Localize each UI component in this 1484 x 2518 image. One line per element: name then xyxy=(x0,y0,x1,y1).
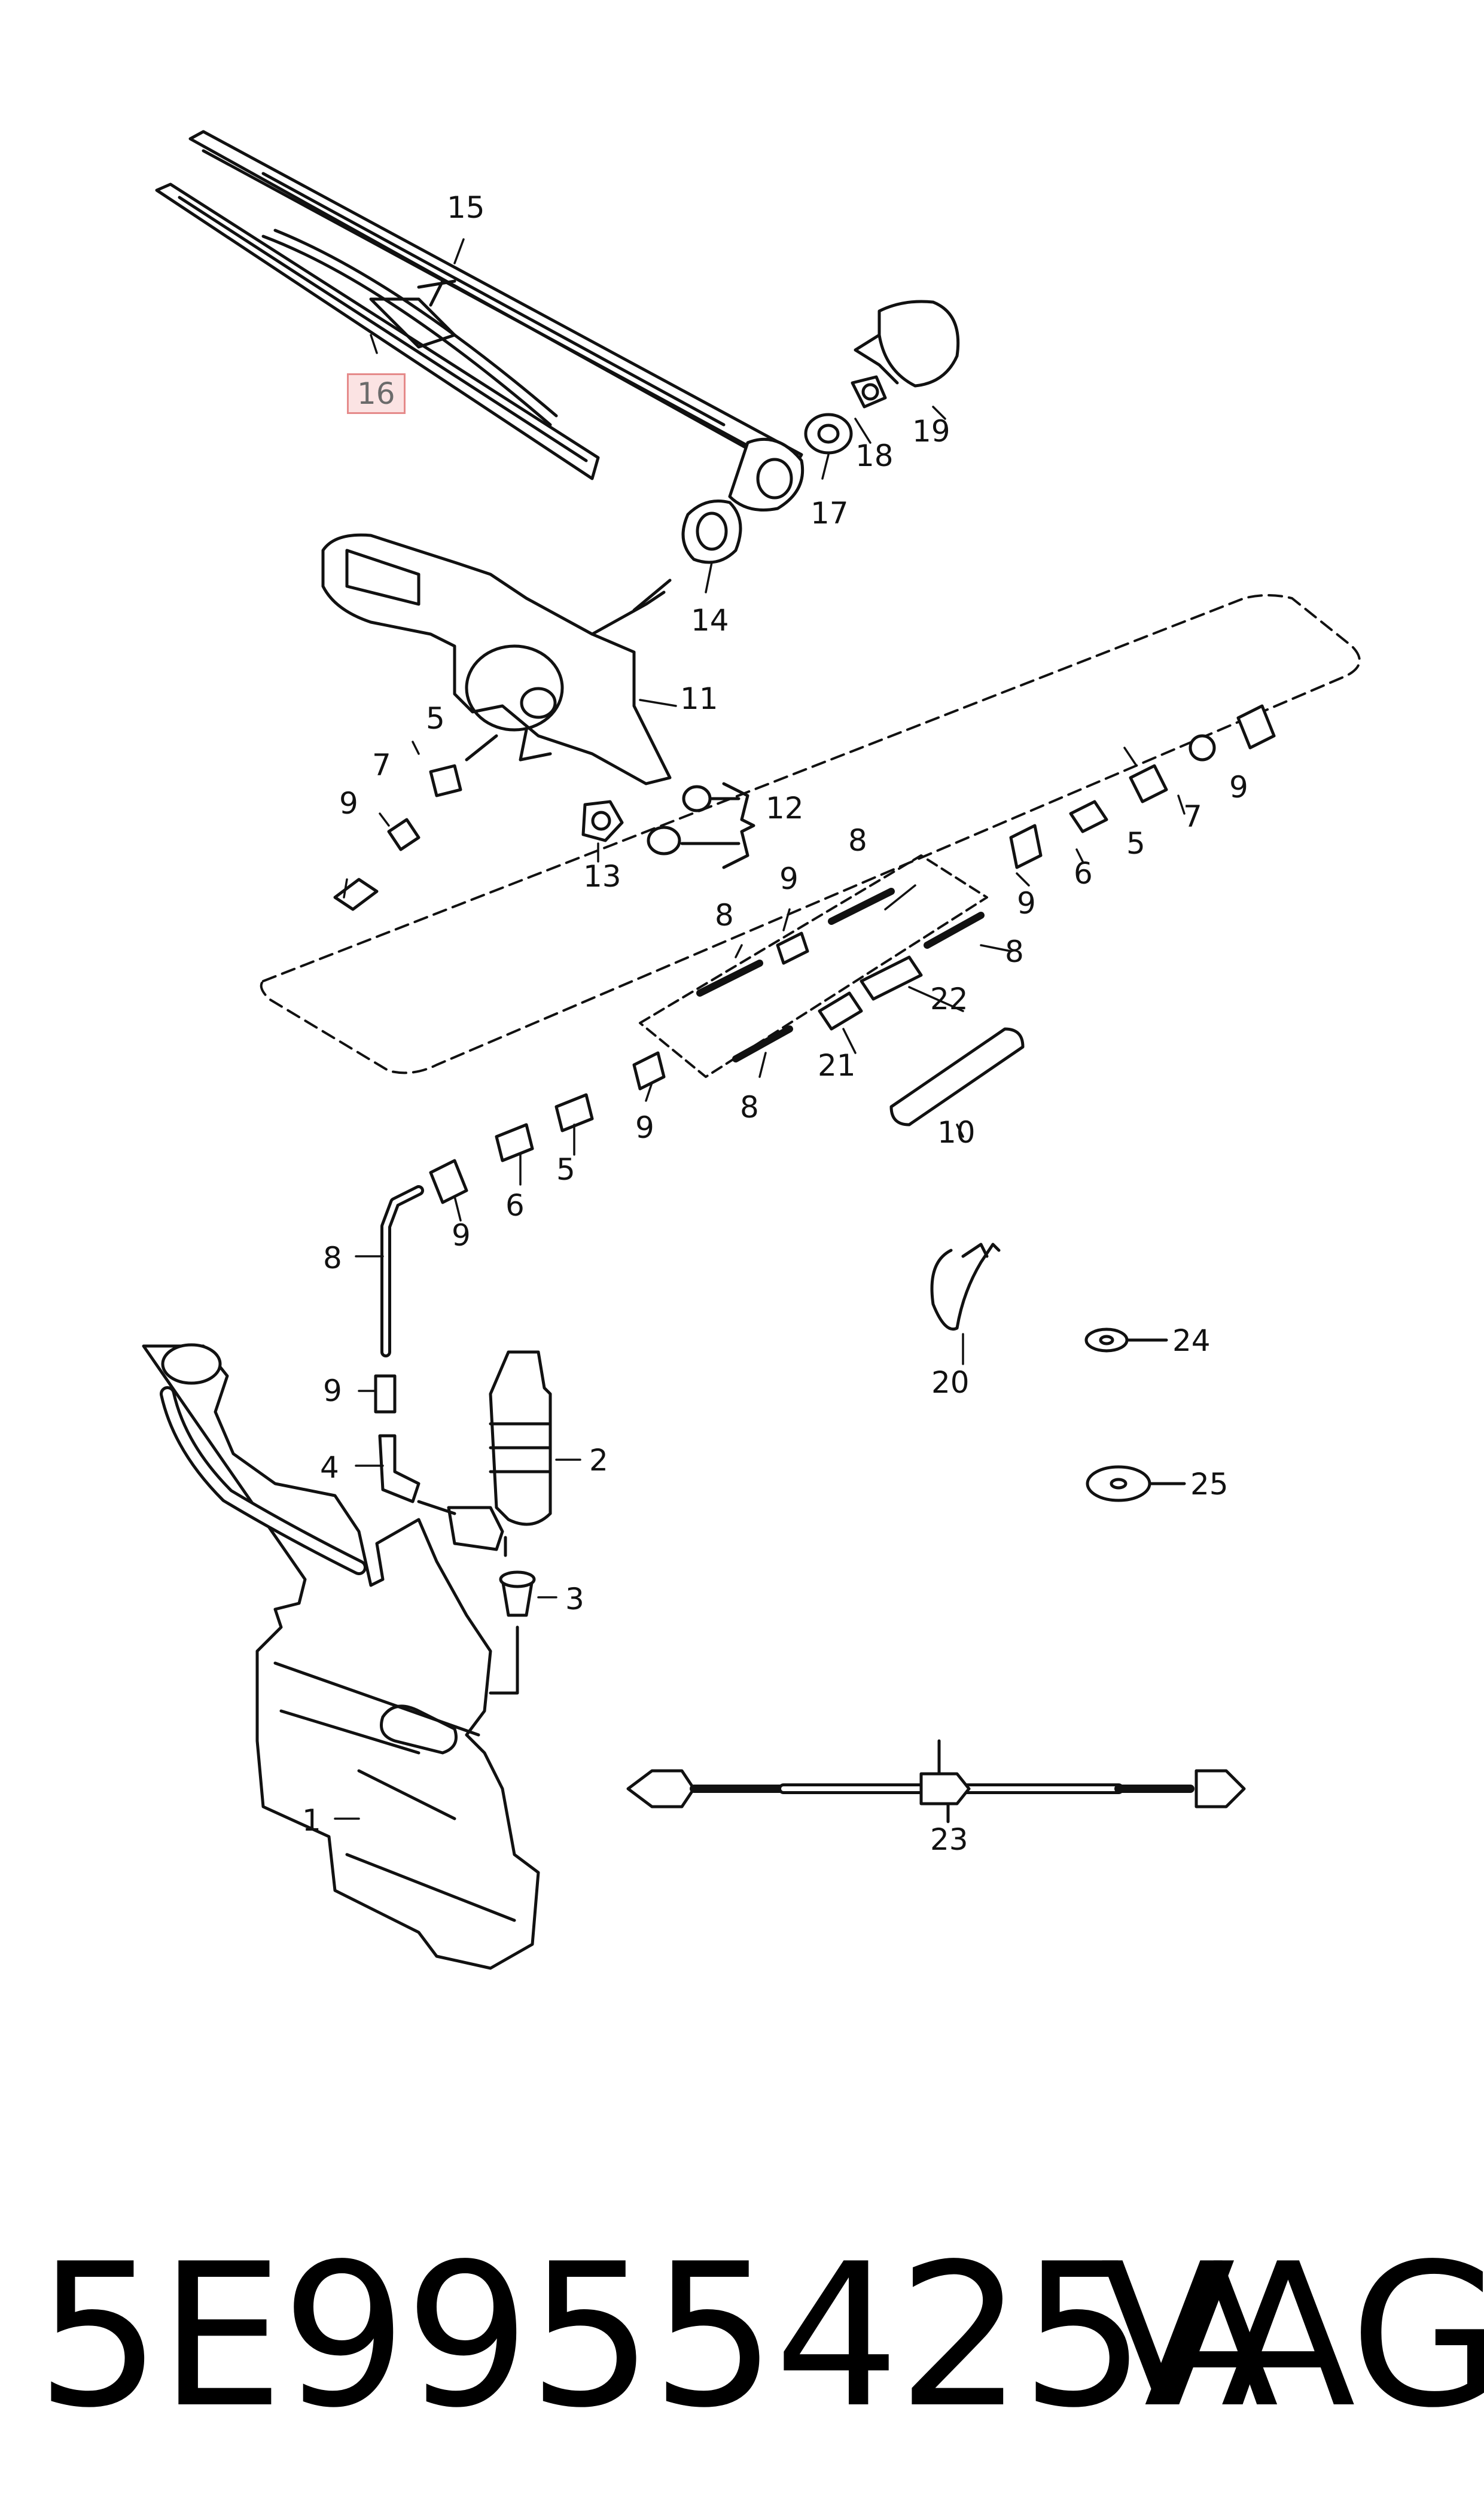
reservoir-1 xyxy=(142,1343,540,1970)
nut-18 xyxy=(851,375,887,409)
callout-15: 15 xyxy=(447,190,485,225)
callout-10: 10 xyxy=(937,1115,976,1150)
callout-9c: 9 xyxy=(1017,886,1036,921)
hose-fittings-left xyxy=(333,734,498,911)
callout-9e: 9 xyxy=(635,1110,654,1145)
callout-8a: 8 xyxy=(848,823,867,858)
grommet-3 xyxy=(489,1570,536,1695)
seal-14 xyxy=(681,500,742,564)
nut-13 xyxy=(581,800,624,842)
callout-5c: 5 xyxy=(556,1152,575,1187)
callout-14: 14 xyxy=(691,603,729,638)
pump-2 xyxy=(417,1350,552,1557)
callout-2: 2 xyxy=(589,1443,608,1478)
callout-17: 17 xyxy=(810,496,849,531)
callout-12: 12 xyxy=(766,791,804,826)
parts-diagram: 15 16 19 18 17 14 11 5 7 9 12 13 9 7 5 6… xyxy=(142,130,1361,1970)
callout-9d: 9 xyxy=(779,861,799,896)
callout-21: 21 xyxy=(818,1048,856,1083)
callout-8b: 8 xyxy=(715,898,734,933)
washer-24 xyxy=(1084,1327,1168,1353)
callout-9a: 9 xyxy=(339,786,358,821)
hose-fittings-right xyxy=(1009,704,1276,869)
hose-run-left xyxy=(374,1051,666,1503)
callout-11: 11 xyxy=(680,681,718,716)
callout-4: 4 xyxy=(320,1450,339,1485)
callout-9f: 9 xyxy=(452,1218,471,1253)
callout-18: 18 xyxy=(855,439,894,473)
callout-6a: 6 xyxy=(1074,856,1093,891)
callout-22: 22 xyxy=(930,982,968,1016)
leader-lines xyxy=(334,238,1186,1820)
wiper-arm-15 xyxy=(188,130,805,511)
nuts-12 xyxy=(647,782,755,869)
foam-sleeve-10 xyxy=(889,1027,1025,1126)
dashed-subregion xyxy=(639,854,988,1078)
callout-8c: 8 xyxy=(1005,934,1024,969)
callout-25: 25 xyxy=(1190,1467,1229,1502)
cap-19 xyxy=(854,300,960,388)
callout-19: 19 xyxy=(912,414,950,449)
callout-1: 1 xyxy=(302,1803,321,1838)
callout-7a: 7 xyxy=(372,748,391,783)
callout-20: 20 xyxy=(931,1365,970,1400)
callout-3: 3 xyxy=(565,1582,584,1616)
callout-5b: 5 xyxy=(1126,826,1145,861)
callout-9b: 9 xyxy=(1229,770,1248,805)
dashed-region xyxy=(260,594,1361,1074)
callout-23: 23 xyxy=(930,1822,968,1857)
wiper-blade-16 xyxy=(155,182,600,480)
callout-8e: 8 xyxy=(323,1241,342,1275)
callout-9g: 9 xyxy=(323,1374,342,1408)
callout-6b: 6 xyxy=(505,1188,525,1223)
washer-25 xyxy=(1086,1465,1186,1502)
callout-8d: 8 xyxy=(740,1090,759,1125)
cable-tie-20 xyxy=(930,1243,1001,1330)
callout-16-highlighted: 16 xyxy=(347,373,406,414)
callout-7b: 7 xyxy=(1183,799,1202,834)
washer-17 xyxy=(804,413,853,455)
part-number: 5E9955425A xyxy=(36,2221,1279,2451)
callout-24: 24 xyxy=(1172,1323,1211,1358)
spray-hose-23 xyxy=(626,1739,1246,1823)
hoses-8-21-22 xyxy=(696,888,985,1062)
wiper-motor-11 xyxy=(321,533,672,785)
callout-5a: 5 xyxy=(426,701,445,736)
brand-label: VAG xyxy=(1101,2221,1484,2451)
callout-13: 13 xyxy=(583,859,621,894)
